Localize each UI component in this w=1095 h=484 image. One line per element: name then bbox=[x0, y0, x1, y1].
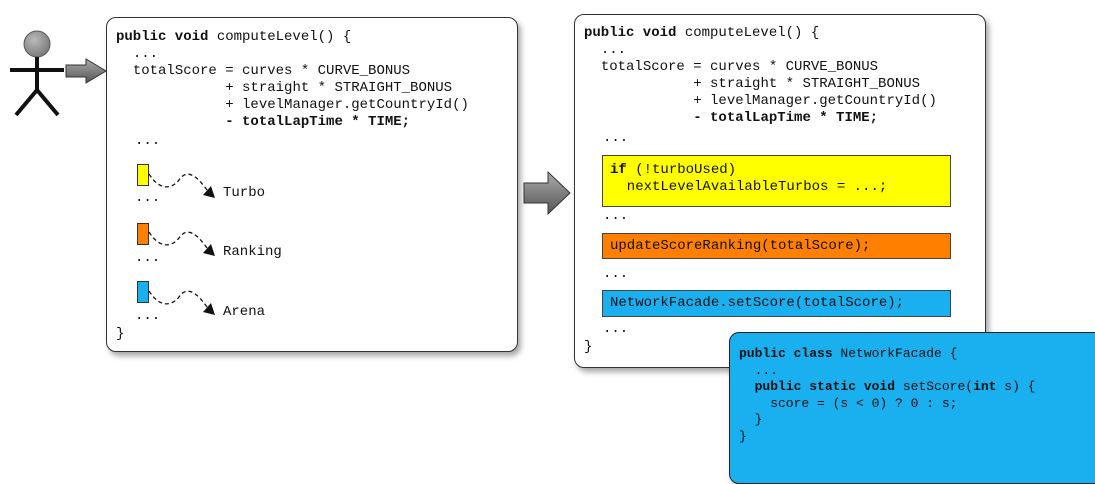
keyword: int bbox=[973, 379, 997, 394]
code-text: (!turboUsed) bbox=[626, 162, 737, 178]
code-text: setScore( bbox=[895, 379, 974, 394]
left-code-panel: public void computeLevel() { ... totalSc… bbox=[106, 17, 518, 352]
closing-brace: } bbox=[584, 339, 593, 355]
left-code-header: public void computeLevel() { ... totalSc… bbox=[116, 29, 469, 131]
code-line: score = (s < 0) ? 0 : s; bbox=[739, 395, 958, 411]
stick-figure-icon bbox=[10, 30, 64, 117]
code-dots: ... bbox=[603, 321, 629, 337]
code-dots: ... bbox=[603, 208, 629, 224]
keyword: public void bbox=[116, 29, 209, 45]
code-text: computeLevel() { bbox=[676, 25, 820, 41]
feature-label-arena: Arena bbox=[223, 304, 266, 320]
feature-label-turbo: Turbo bbox=[223, 185, 266, 201]
keyword: if bbox=[610, 162, 627, 178]
code-line: ... bbox=[600, 42, 627, 58]
keyword: public static void bbox=[754, 379, 896, 394]
arrow-right-icon bbox=[65, 58, 107, 84]
ranking-code-block: updateScoreRanking(totalScore); bbox=[602, 233, 951, 259]
squiggle-arrow-icon bbox=[148, 290, 215, 315]
facade-code: public class NetworkFacade { ... public … bbox=[739, 346, 1035, 445]
keyword: public class bbox=[739, 346, 833, 361]
code-line: ... bbox=[739, 362, 779, 378]
keyword: public void bbox=[584, 25, 677, 41]
code-dots: ... bbox=[135, 190, 161, 206]
code-line: ... bbox=[132, 46, 159, 62]
code-line: + straight * STRAIGHT_BONUS bbox=[132, 80, 453, 96]
turbo-code-block: if (!turboUsed) nextLevelAvailableTurbos… bbox=[602, 155, 951, 207]
closing-brace: } bbox=[116, 326, 125, 342]
code-text: NetworkFacade { bbox=[832, 346, 958, 361]
code-line-bold: - totalLapTime * TIME; bbox=[600, 110, 879, 126]
code-line: + levelManager.getCountryId() bbox=[600, 93, 937, 109]
squiggle-arrow-icon bbox=[148, 231, 215, 256]
code-line: totalScore = curves * CURVE_BONUS bbox=[600, 59, 879, 75]
code-line: + straight * STRAIGHT_BONUS bbox=[600, 76, 921, 92]
right-code-panel: public void computeLevel() { ... totalSc… bbox=[574, 14, 986, 368]
code-text: computeLevel() { bbox=[208, 29, 352, 45]
arena-marker bbox=[137, 281, 149, 303]
code-text: nextLevelAvailableTurbos = ...; bbox=[610, 179, 888, 195]
right-code-header: public void computeLevel() { ... totalSc… bbox=[584, 25, 937, 127]
code-dots: ... bbox=[603, 266, 629, 282]
arena-code-block: NetworkFacade.setScore(totalScore); bbox=[602, 290, 951, 317]
squiggle-arrow-icon bbox=[148, 173, 215, 198]
code-line: totalScore = curves * CURVE_BONUS bbox=[132, 63, 411, 79]
arrow-right-icon bbox=[523, 170, 571, 216]
network-facade-panel: public class NetworkFacade { ... public … bbox=[729, 332, 1095, 484]
code-text: s) { bbox=[996, 379, 1036, 394]
code-dots: ... bbox=[603, 130, 629, 146]
code-line: } bbox=[739, 412, 763, 427]
turbo-marker bbox=[137, 164, 149, 186]
code-line: } bbox=[739, 428, 747, 444]
feature-label-ranking: Ranking bbox=[223, 244, 282, 260]
code-line-bold: - totalLapTime * TIME; bbox=[132, 114, 411, 130]
code-dots: ... bbox=[135, 133, 161, 149]
ranking-marker bbox=[137, 223, 149, 245]
code-dots: ... bbox=[135, 308, 161, 324]
code-line: + levelManager.getCountryId() bbox=[132, 97, 469, 113]
code-dots: ... bbox=[135, 250, 161, 266]
